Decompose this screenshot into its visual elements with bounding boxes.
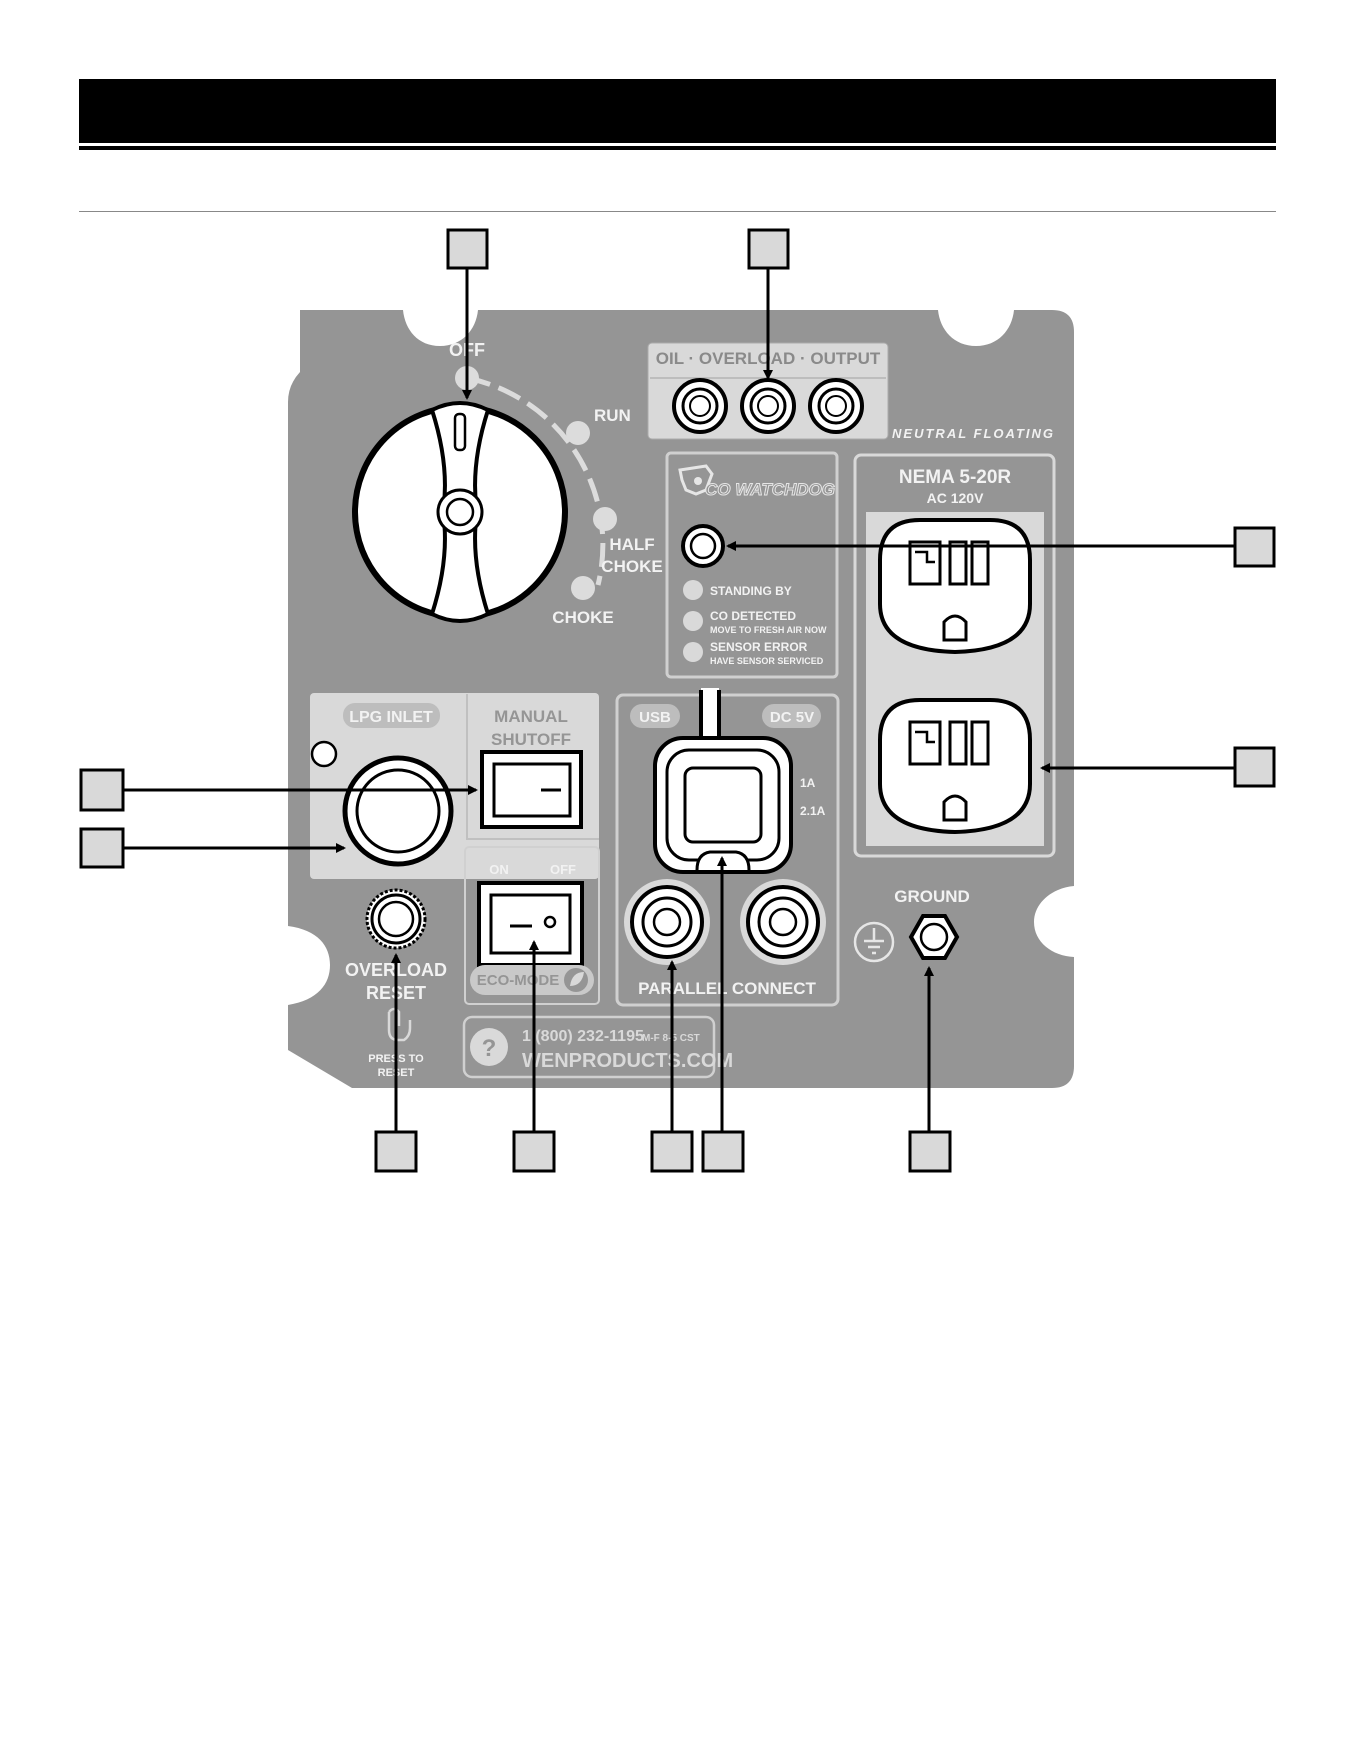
contact-phone: 1 (800) 232-1195	[522, 1028, 644, 1045]
sensor-error-sublabel: HAVE SENSOR SERVICED	[710, 656, 824, 666]
choke-arc	[466, 375, 606, 586]
contact-website: WENPRODUCTS.COM	[522, 1050, 733, 1072]
neutral-floating-label: NEUTRAL FLOATING	[892, 426, 1055, 441]
lpg-inlet-cap[interactable]	[342, 755, 454, 867]
callout-box-3	[1233, 526, 1276, 568]
parallel-port-right[interactable]	[740, 879, 826, 965]
standing-by-led	[683, 580, 703, 600]
help-icon	[470, 1028, 508, 1066]
callout-box-5	[79, 768, 125, 812]
callout-box-10	[701, 1130, 745, 1173]
outlet-subtitle: AC 120V	[927, 490, 984, 506]
co-detected-led	[683, 611, 703, 631]
dial-dot-half-choke	[593, 507, 617, 531]
oil-indicator-light	[672, 378, 728, 434]
overload-indicator-light	[740, 378, 796, 434]
lpg-inlet-badge	[343, 703, 440, 728]
co-detected-sublabel: MOVE TO FRESH AIR NOW	[710, 625, 827, 635]
parallel-port-left[interactable]	[624, 879, 710, 965]
callout-box-11	[908, 1130, 952, 1173]
output-indicator-light	[808, 378, 864, 434]
co-watchdog-test-button[interactable]	[681, 524, 725, 568]
dial-dot-choke	[571, 576, 595, 600]
usb-parallel-panel	[615, 693, 840, 1007]
manual-shutoff-label-2: SHUTOFF	[491, 730, 571, 749]
sensor-error-label: SENSOR ERROR	[710, 640, 808, 654]
fuel-choke-dial[interactable]	[352, 401, 568, 623]
ground-symbol-icon	[853, 921, 895, 963]
lpg-indicator-icon	[310, 740, 338, 768]
callout-box-4	[1233, 746, 1276, 788]
dial-half-choke-label-2: CHOKE	[601, 557, 662, 576]
overload-reset-button[interactable]	[365, 888, 427, 950]
callout-box-2	[747, 228, 790, 270]
parallel-connect-label: PARALLEL CONNECT	[638, 979, 816, 998]
contact-panel	[462, 1015, 716, 1079]
eco-mode-badge	[470, 965, 594, 995]
callout-box-8	[512, 1130, 556, 1173]
lpg-inlet-label: LPG INLET	[349, 709, 433, 726]
callout-arrows	[124, 267, 1234, 1132]
eco-mode-switch[interactable]	[477, 881, 584, 967]
header-bar	[79, 79, 1276, 143]
section-rule	[79, 211, 1276, 212]
sensor-error-led	[683, 642, 703, 662]
header-rule	[79, 146, 1276, 150]
dial-choke-label: CHOKE	[552, 608, 613, 627]
ground-terminal[interactable]	[908, 914, 960, 960]
ac-outlet-top[interactable]	[878, 518, 1032, 655]
callout-box-7	[374, 1130, 418, 1173]
dial-half-choke-label-1: HALF	[609, 535, 654, 554]
co-watchdog-panel	[665, 451, 839, 679]
eco-leaf-icon	[564, 968, 588, 992]
eco-mode-label: ECO-MODE	[477, 972, 560, 989]
callout-box-6	[79, 827, 125, 869]
co-watchdog-brand: CO WATCHDOG	[705, 480, 835, 499]
callout-box-1	[446, 228, 489, 270]
usb-1a-label: 1A	[800, 776, 816, 790]
callout-box-9	[650, 1130, 694, 1173]
usb-badge	[630, 704, 680, 728]
co-detected-label: CO DETECTED	[710, 609, 796, 623]
outlet-title: NEMA 5-20R	[899, 467, 1012, 488]
help-icon-glyph: ?	[482, 1035, 497, 1062]
usb-21a-label: 2.1A	[800, 804, 826, 818]
dc-badge	[762, 704, 821, 728]
watchdog-dog-icon	[678, 464, 714, 496]
ground-label: GROUND	[894, 887, 970, 906]
usb-port-cover[interactable]	[653, 688, 793, 874]
eco-mode-panel	[464, 846, 600, 1005]
usb-label: USB	[639, 709, 671, 726]
dial-run-label: RUN	[594, 406, 631, 425]
ac-outlet-bottom[interactable]	[878, 698, 1032, 835]
standing-by-label: STANDING BY	[710, 584, 792, 598]
eco-off-label: OFF	[550, 862, 576, 877]
eco-on-label: ON	[489, 862, 509, 877]
callout-boxes	[79, 228, 1276, 1173]
manual-shutoff-switch[interactable]	[480, 750, 583, 829]
dial-dot-run	[566, 421, 590, 445]
manual-shutoff-label-1: MANUAL	[494, 707, 568, 726]
ac-outlet-panel	[853, 453, 1056, 858]
dc-label: DC 5V	[770, 709, 814, 726]
